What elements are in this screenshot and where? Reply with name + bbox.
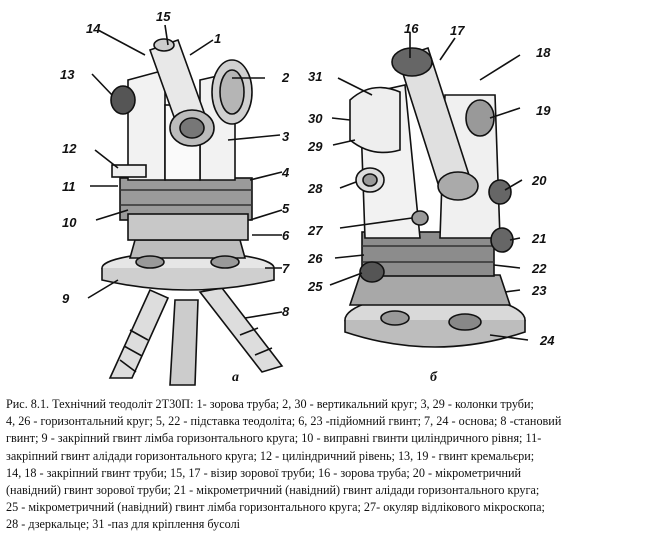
caption-line: закріпний гвинт алідади горизонтального … [6, 448, 535, 463]
caption-line: 4, 26 - горизонтальний круг; 5, 22 - під… [6, 414, 562, 429]
label-24: 24 [540, 333, 555, 348]
label-10: 10 [62, 215, 77, 230]
label-14: 14 [86, 21, 101, 36]
label-25: 25 [308, 279, 323, 294]
label-7: 7 [282, 261, 290, 276]
label-3: 3 [282, 129, 290, 144]
label-27: 27 [308, 223, 323, 238]
caption-line: 14, 18 - закріпний гвинт труби; 15, 17 -… [6, 465, 522, 480]
subfigure-a-label: а [232, 370, 239, 385]
label-4: 4 [282, 165, 290, 180]
label-16: 16 [404, 21, 419, 36]
label-20: 20 [532, 173, 547, 188]
label-12: 12 [62, 141, 77, 156]
label-26: 26 [308, 251, 323, 266]
theodolite-figure: 14 15 1 13 2 3 12 4 11 10 5 6 7 9 8 а 16… [60, 9, 555, 386]
label-22: 22 [532, 261, 547, 276]
label-28: 28 [308, 181, 323, 196]
label-9: 9 [62, 291, 70, 306]
label-8: 8 [282, 304, 290, 319]
label-1: 1 [214, 31, 222, 46]
subfigure-b-label: б [430, 370, 437, 385]
label-5: 5 [282, 201, 290, 216]
label-30: 30 [308, 111, 323, 126]
label-23: 23 [532, 283, 547, 298]
caption-line: Рис. 8.1. Технічний теодоліт 2Т30П: 1- з… [6, 397, 534, 411]
label-31: 31 [308, 69, 323, 84]
label-13: 13 [60, 67, 75, 82]
label-15: 15 [156, 9, 171, 24]
caption-line: (навідний) гвинт зорової труби; 21 - мік… [6, 483, 540, 498]
caption-line: 28 - дзеркальце; 31 -паз для кріплення б… [6, 517, 241, 532]
label-17: 17 [450, 23, 465, 38]
label-11: 11 [62, 179, 76, 194]
label-21: 21 [532, 231, 547, 246]
label-18: 18 [536, 45, 551, 60]
caption-line: 25 - мікрометричний (навідний) гвинт лім… [6, 500, 545, 515]
theodolite-drawing [87, 24, 529, 386]
label-19: 19 [536, 103, 551, 118]
label-29: 29 [308, 139, 323, 154]
figure-caption: Рис. 8.1. Технічний теодоліт 2Т30П: 1- з… [6, 396, 668, 534]
caption-line: гвинт; 9 - закріпний гвинт лімба горизон… [6, 431, 542, 446]
label-2: 2 [282, 70, 290, 85]
label-6: 6 [282, 228, 290, 243]
